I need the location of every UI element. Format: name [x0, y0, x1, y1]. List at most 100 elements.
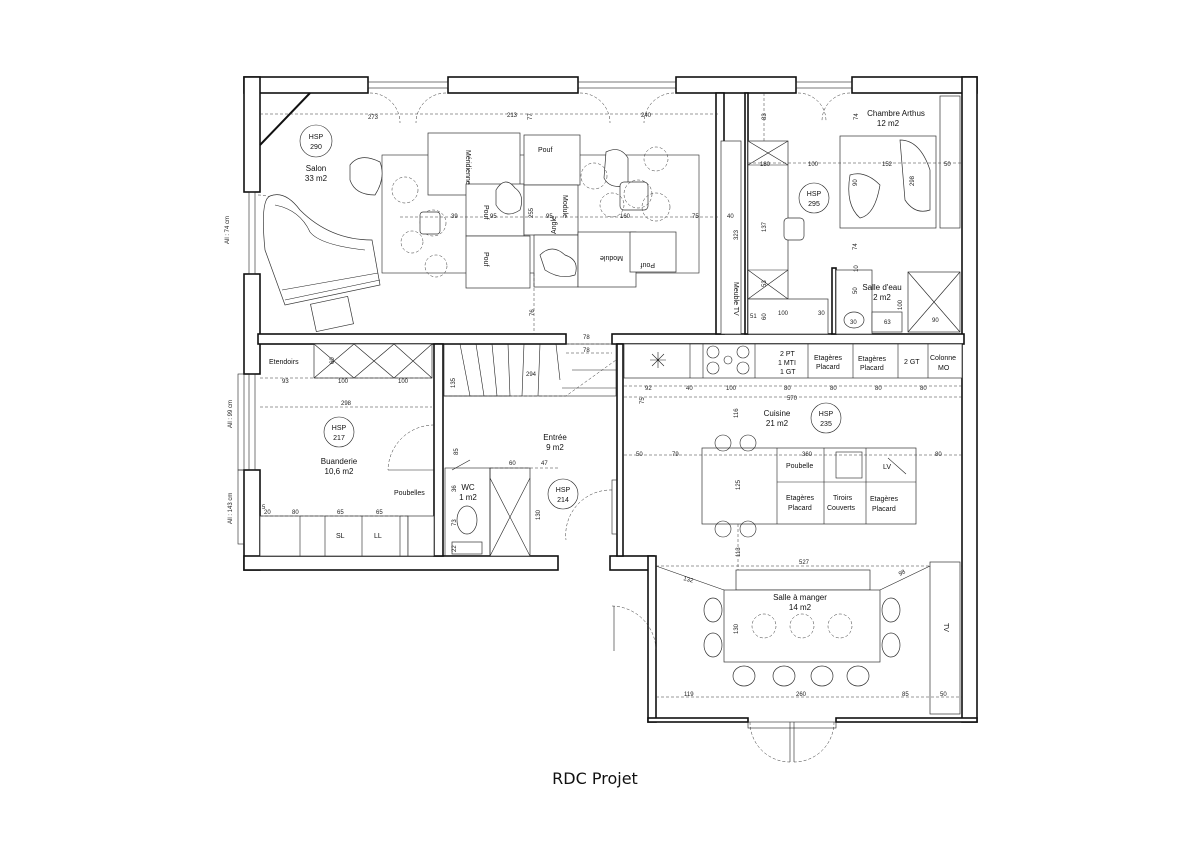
couverts-label: Couverts: [827, 505, 856, 512]
cuisine-name: Cuisine: [764, 409, 791, 418]
dim: 78: [583, 348, 590, 354]
dim: 65: [376, 510, 383, 516]
dim: 130: [734, 623, 740, 634]
dim: 20: [264, 510, 271, 516]
plan-title: RDC Projet: [552, 769, 638, 788]
angle-label: Angle: [551, 216, 558, 234]
dim: 85: [902, 692, 909, 698]
dim: 570: [787, 396, 798, 402]
chambre-hsp-label: HSP: [807, 191, 822, 198]
placard-label-3: Placard: [788, 505, 812, 512]
dim: 260: [796, 692, 807, 698]
mti-label: 1 MTI: [778, 360, 796, 367]
module-label-1: Module: [561, 195, 568, 218]
placard-label-4: Placard: [872, 506, 896, 513]
mo-label: MO: [938, 365, 950, 372]
dim: 75: [692, 214, 699, 220]
salon-name: Salon: [306, 164, 326, 173]
dim: 294: [526, 372, 537, 378]
dim: 180: [760, 162, 771, 168]
etageres-label-2: Etagères: [858, 356, 887, 363]
dim: 80: [830, 386, 837, 392]
dim: 80: [292, 510, 299, 516]
dim: 90: [932, 318, 939, 324]
dim: 53: [762, 280, 768, 287]
dim: 40: [727, 214, 734, 220]
dim: 79: [672, 452, 679, 458]
dim: 50: [940, 692, 947, 698]
dim: 75: [640, 397, 646, 404]
wc-area: 1 m2: [459, 493, 477, 502]
placard-label-1: Placard: [816, 364, 840, 371]
sl-label: SL: [336, 533, 345, 540]
dim: 92: [645, 386, 652, 392]
cuisine-area: 21 m2: [766, 419, 789, 428]
allege-74: All : 74 cm: [225, 216, 231, 244]
dim: 93: [282, 379, 289, 385]
dim: 50: [944, 162, 951, 168]
salon-hsp-label: HSP: [309, 134, 324, 141]
dim: 63: [884, 320, 891, 326]
dim: 273: [368, 115, 379, 121]
dim: 5: [262, 505, 266, 511]
colonne-label: Colonne: [930, 355, 956, 362]
wc-furniture: [444, 459, 531, 557]
dim: 39: [451, 214, 458, 220]
dim: 36: [452, 485, 458, 492]
dim: 80: [920, 386, 927, 392]
dim: 73: [452, 519, 458, 526]
dim: 100: [808, 162, 819, 168]
dim: 90: [853, 179, 859, 186]
dim: 152: [882, 162, 893, 168]
meridienne-label: Méridienne: [464, 150, 471, 185]
dim: 80: [875, 386, 882, 392]
dim: 100: [398, 379, 409, 385]
chambre-area: 12 m2: [877, 119, 900, 128]
placard-label-2: Placard: [860, 365, 884, 372]
dim: 76: [530, 309, 536, 316]
ll-label: LL: [374, 533, 382, 540]
salle-eau-name: Salle d'eau: [862, 283, 901, 292]
salle-eau-furniture: [835, 269, 961, 335]
dim: 77: [528, 113, 534, 120]
dim: 100: [778, 311, 789, 317]
dim: 30: [850, 320, 857, 326]
dim: 240: [641, 113, 652, 119]
dim: 83: [762, 113, 768, 120]
dim: 22: [452, 545, 458, 552]
allege-99: All : 99 cm: [228, 400, 234, 428]
cuisine-hsp-label: HSP: [819, 411, 834, 418]
dim: 100: [726, 386, 737, 392]
dim: 298: [910, 175, 916, 186]
chambre-hsp-value: 295: [808, 201, 820, 208]
salon-furniture: [263, 132, 742, 335]
pouf-label-1: Pouf: [538, 147, 552, 154]
poubelles-label: Poubelles: [394, 490, 425, 497]
gt2-label: 2 GT: [904, 359, 920, 366]
pouf-label-4: Pouf: [641, 261, 655, 268]
dim: 60: [330, 357, 336, 364]
lv-label: LV: [883, 464, 891, 471]
buanderie-hsp-value: 217: [333, 435, 345, 442]
salon-area: 33 m2: [305, 174, 328, 183]
chambre-furniture: [747, 95, 961, 335]
dim: 132: [682, 576, 694, 585]
buanderie-name: Buanderie: [321, 457, 358, 466]
dim: 125: [736, 479, 742, 490]
etageres-label-3: Etagères: [786, 495, 815, 502]
dim: 60: [509, 461, 516, 467]
dim: 78: [583, 335, 590, 341]
entree-name: Entrée: [543, 433, 567, 442]
dim: 323: [734, 229, 740, 240]
buanderie-area: 10,6 m2: [325, 467, 354, 476]
entree-hsp-value: 214: [557, 497, 569, 504]
dim: 95: [546, 214, 553, 220]
walls: [243, 76, 978, 723]
entree-area: 9 m2: [546, 443, 564, 452]
stairs: [443, 343, 617, 397]
dim: 47: [541, 461, 548, 467]
windows: [248, 81, 853, 763]
dim: 50: [636, 452, 643, 458]
dim: 30: [818, 311, 825, 317]
